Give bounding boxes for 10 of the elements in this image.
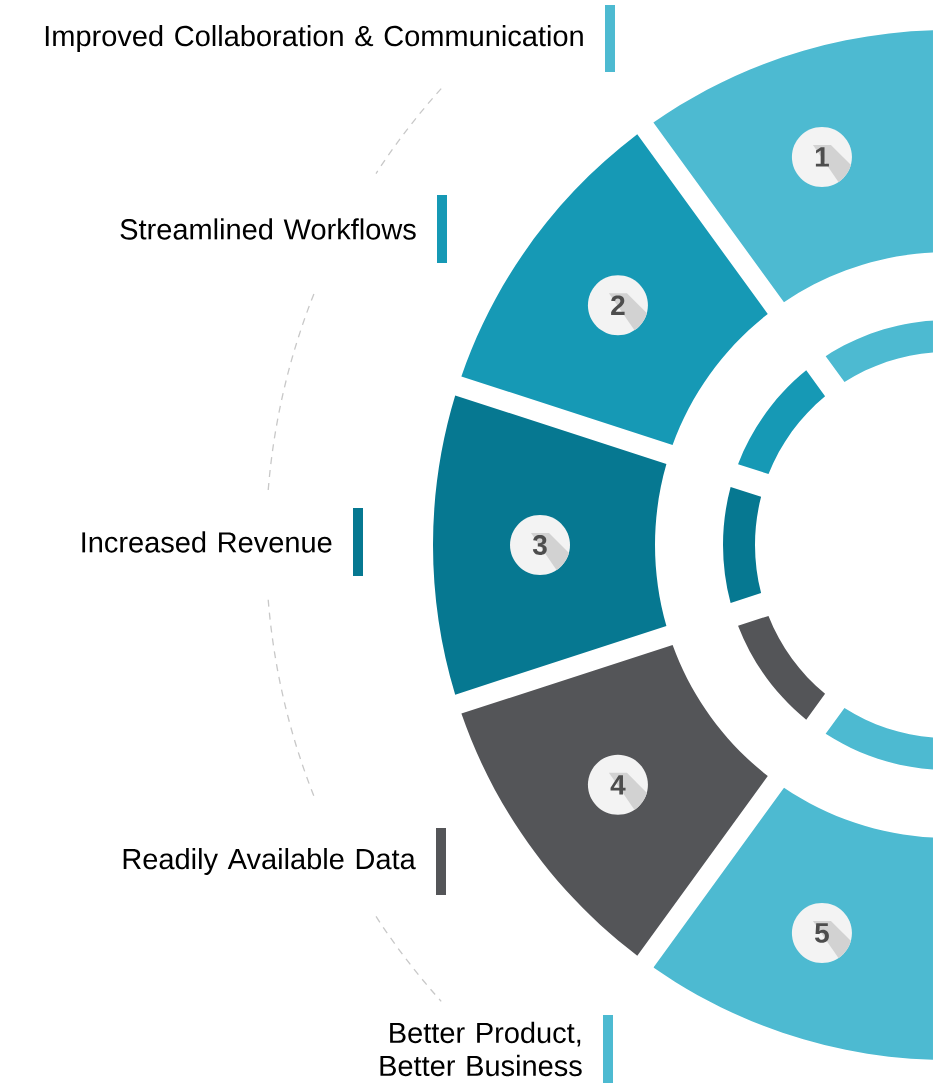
label-text: Increased Revenue bbox=[82, 531, 332, 553]
numbered-segment: 4 bbox=[461, 645, 768, 956]
numbered-segment: 3 bbox=[433, 395, 667, 695]
numbered-segment: 1 bbox=[653, 30, 933, 303]
label-text: Better Product, Better Business bbox=[380, 1021, 582, 1077]
label-text: Streamlined Workflows bbox=[120, 218, 416, 240]
label-text: Readily Available Data bbox=[123, 847, 416, 875]
label-text: Improved Collaboration & Communication bbox=[45, 24, 583, 52]
numbered-segment: 5 bbox=[653, 787, 933, 1060]
numbered-segment: 2 bbox=[461, 134, 768, 445]
